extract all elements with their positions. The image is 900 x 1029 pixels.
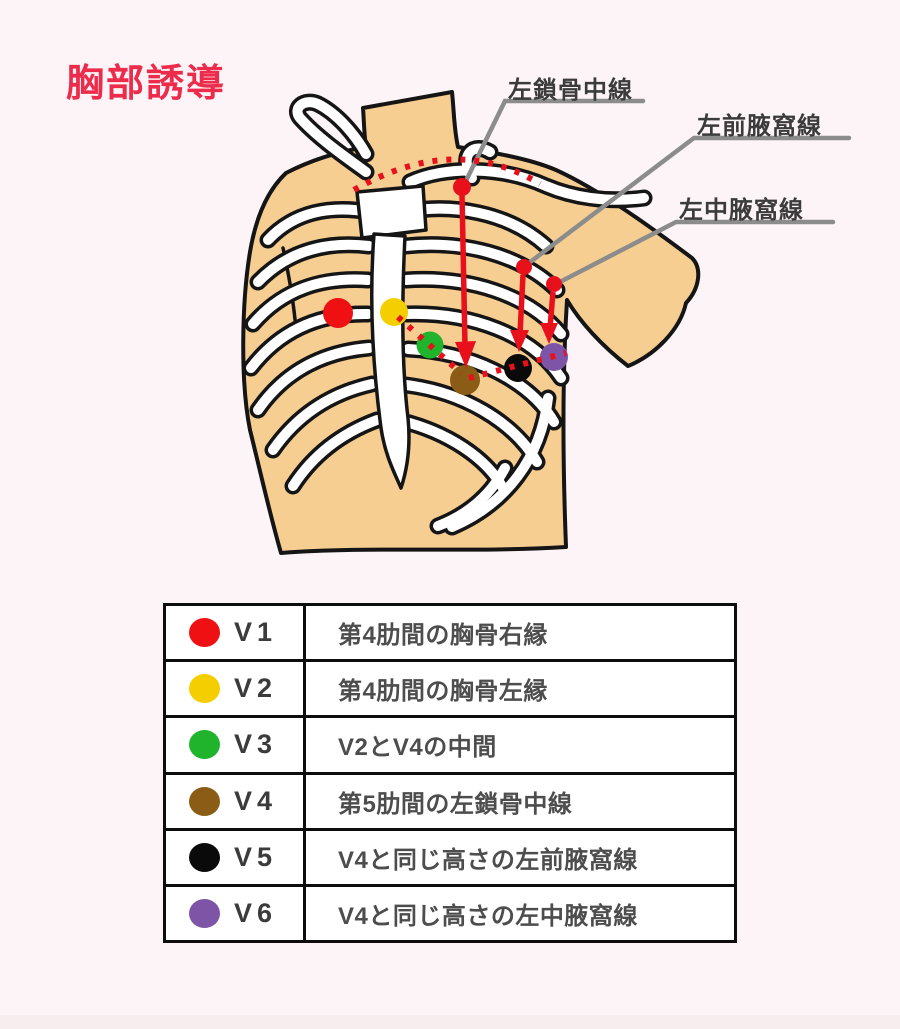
midclavicular-point [453, 178, 471, 196]
lead-color-dot [189, 786, 220, 816]
annotation-mid-axillary-line: 左中腋窩線 [679, 197, 804, 224]
table-row-v6: V6 V4と同じ高さの左中腋窩線 [166, 886, 734, 941]
anterior-axillary-point [516, 259, 532, 275]
clavicle-dotted-arc [352, 156, 542, 193]
table-row-v3: V3 V2とV4の中間 [166, 718, 734, 775]
lead-position-table: V1 第4肋間の胸骨右縁 V2 第4肋間の胸骨左縁 V3 V2とV4の中間 [163, 603, 737, 943]
mid-axillary-point [546, 276, 562, 292]
ribcage [242, 93, 653, 536]
red-guides [352, 156, 567, 381]
electrode-v4 [450, 365, 480, 395]
lead-desc: V2とV4の中間 [338, 734, 497, 762]
sternum [370, 232, 411, 490]
dotted-v2-v4 [396, 314, 463, 376]
lead-desc: 第4肋間の胸骨右縁 [338, 622, 548, 650]
lead-desc: V4と同じ高さの左前腋窩線 [338, 846, 638, 874]
manubrium [355, 184, 428, 240]
lead-color-dot [189, 674, 220, 704]
torso-illustration [241, 90, 852, 555]
dotted-v4-v6 [468, 350, 567, 381]
electrode-v2 [380, 298, 408, 326]
lead-desc: 第5肋間の左鎖骨中線 [338, 790, 573, 818]
lead-desc: V4と同じ高さの左中腋窩線 [338, 902, 638, 930]
table-row-v5: V5 V4と同じ高さの左前腋窩線 [166, 830, 734, 887]
annotation-midclavicular-line: 左鎖骨中線 [508, 77, 633, 104]
lead-name: V2 [234, 673, 278, 704]
red-arrows [453, 178, 562, 368]
leader-mid-axillary [553, 219, 836, 287]
table-row-v2: V2 第4肋間の胸骨左縁 [166, 662, 734, 719]
lead-color-dot [189, 842, 220, 872]
leader-anterior-axillary [522, 135, 852, 269]
lead-name: V1 [234, 617, 278, 648]
table-row-v1: V1 第4肋間の胸骨右縁 [166, 606, 734, 663]
footer-strip [0, 1015, 900, 1029]
annotation-anterior-axillary-line: 左前腋窩線 [697, 113, 822, 140]
lead-color-dot [189, 618, 220, 648]
electrode-v5 [504, 354, 532, 382]
table-row-v4: V4 第5肋間の左鎖骨中線 [166, 774, 734, 831]
lead-name: V5 [234, 841, 278, 872]
lead-color-dot [189, 898, 220, 928]
electrode-v1 [323, 298, 353, 328]
lead-color-dot [189, 730, 220, 760]
lead-name: V4 [234, 785, 278, 816]
page-title: 胸部誘導 [66, 63, 227, 105]
lead-desc: 第4肋間の胸骨左縁 [338, 678, 548, 706]
lead-name: V3 [234, 729, 278, 760]
lead-name: V6 [234, 897, 278, 928]
